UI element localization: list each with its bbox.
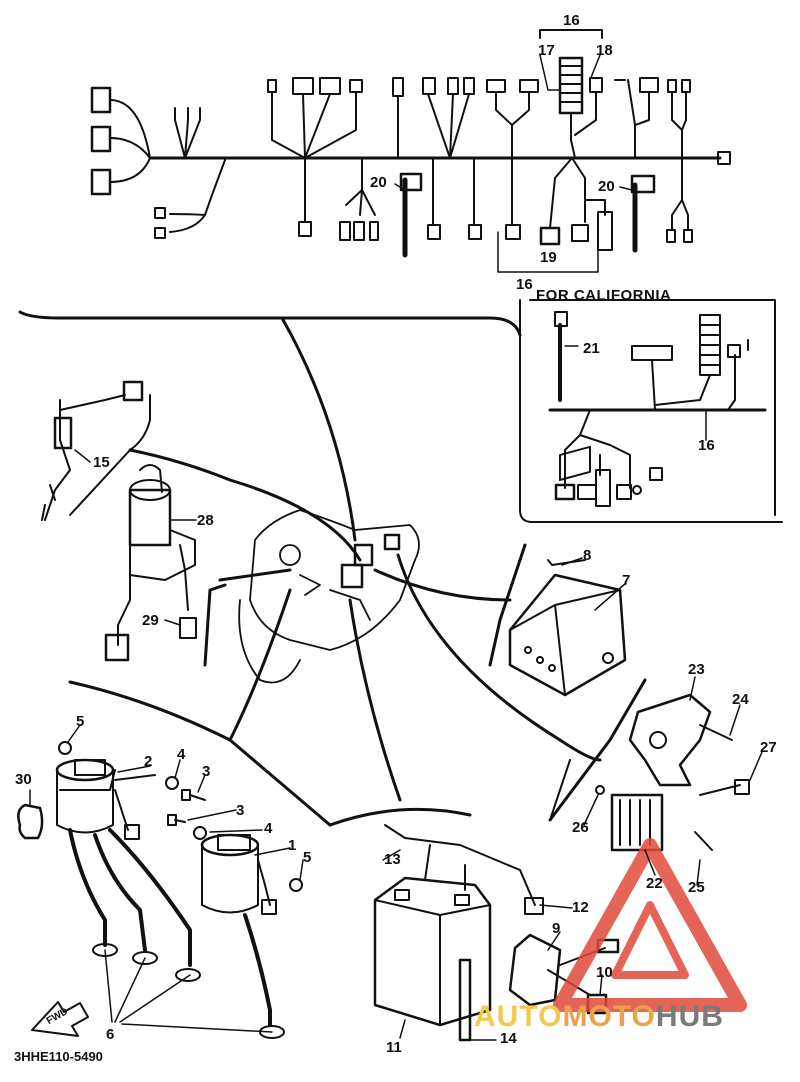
- callout-3a: 3: [202, 763, 211, 780]
- part-code: 3HHE110-5490: [14, 1049, 103, 1064]
- callout-9: 9: [552, 920, 561, 937]
- wire-harness: [90, 29, 731, 273]
- callout-5b: 5: [303, 849, 312, 866]
- callout-16c: 16: [698, 437, 715, 454]
- california-box: [519, 299, 783, 523]
- part-7-cdi-unit: [508, 445, 627, 697]
- callout-7: 7: [622, 572, 631, 589]
- callout-leaders: [29, 54, 763, 1041]
- callout-11: 11: [386, 1039, 402, 1056]
- callout-23: 23: [688, 661, 705, 678]
- callout-26: 26: [572, 819, 589, 836]
- part-28-ignition-switch: [104, 464, 197, 662]
- callout-1: 1: [288, 837, 297, 854]
- callout-16a: 16: [563, 12, 580, 29]
- callout-20b: 20: [598, 178, 615, 195]
- callout-15: 15: [93, 454, 110, 471]
- watermark-hub: HUB: [655, 1000, 724, 1033]
- callout-16b: 16: [516, 276, 533, 293]
- callout-20a: 20: [370, 174, 387, 191]
- parts-9-14-battery: [373, 824, 620, 1042]
- callout-30: 30: [15, 771, 32, 788]
- part-15-main-switch: [41, 380, 151, 521]
- callout-21: 21: [583, 340, 600, 357]
- callout-28: 28: [197, 512, 214, 529]
- callout-2: 2: [144, 753, 153, 770]
- callout-27: 27: [760, 739, 777, 756]
- callout-10: 10: [596, 964, 613, 981]
- watermark-logo: [553, 838, 747, 1012]
- watermark-moto: MOTO: [562, 1000, 656, 1033]
- callout-5a: 5: [76, 713, 85, 730]
- bike-outline: [238, 509, 420, 684]
- callout-24: 24: [732, 691, 749, 708]
- callout-14: 14: [500, 1030, 517, 1047]
- callout-4a: 4: [177, 746, 186, 763]
- callout-29: 29: [142, 612, 159, 629]
- callout-3b: 3: [236, 802, 245, 819]
- callout-6: 6: [106, 1026, 115, 1043]
- callout-17: 17: [538, 42, 555, 59]
- parts-22-27-regulator: [549, 693, 750, 852]
- callout-13: 13: [384, 851, 401, 868]
- callout-12: 12: [572, 899, 589, 916]
- leader-curves: [18, 310, 647, 827]
- fwd-arrow: [31, 1001, 89, 1037]
- parts-1-6-ignition-coils: [17, 741, 303, 1039]
- callout-22: 22: [646, 875, 663, 892]
- callout-4b: 4: [264, 820, 273, 837]
- callout-25: 25: [688, 879, 705, 896]
- callout-19: 19: [540, 249, 557, 266]
- california-title: FOR CALIFORNIA: [536, 287, 672, 304]
- callout-18: 18: [596, 42, 613, 59]
- watermark-auto: AUTO: [474, 1000, 563, 1033]
- watermark-text: AUTOMOTOHUB: [474, 1000, 724, 1034]
- callout-8: 8: [583, 547, 592, 564]
